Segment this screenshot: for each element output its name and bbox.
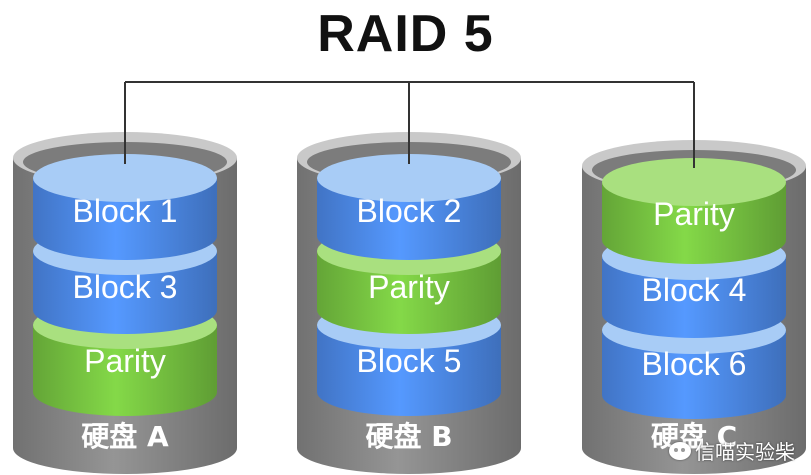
watermark-text: 信喵实验柴 [695,440,795,464]
segment-block [317,154,501,260]
disk-a: Block 1 Block 3 Parity 硬盘 A [13,132,237,474]
segment-label: Block 3 [73,269,178,305]
wechat-icon [669,441,691,460]
disk-label: 硬盘 C [651,420,737,453]
segment-label: Parity [653,196,735,232]
segment-label: Parity [84,343,166,379]
segment-top [33,154,217,202]
disk-label: 硬盘 A [81,420,169,453]
segment-label: Block 6 [642,346,747,382]
connector-lines [124,81,695,168]
segment-block [33,154,217,260]
disk-label: 硬盘 B [365,420,452,453]
segment-label: Block 2 [357,193,462,229]
segment-label: Block 4 [642,272,747,308]
diagram-title: RAID 5 [317,5,494,63]
segment-label: Block 1 [73,193,178,229]
segment-top [317,154,501,202]
segment-body [33,325,217,416]
segment-label: Parity [368,269,450,305]
watermark: 信喵实验柴 [669,436,795,465]
segment-body [317,325,501,416]
segment-top [602,158,786,206]
segment-body [602,330,786,419]
segment-parity [602,158,786,264]
segment-label: Block 5 [357,343,462,379]
